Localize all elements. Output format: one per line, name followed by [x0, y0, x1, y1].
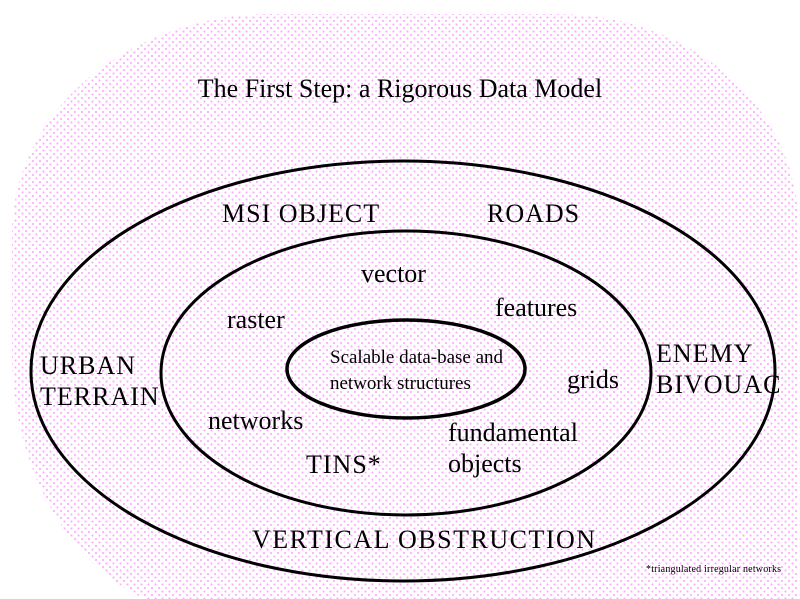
outer-ellipse — [29, 159, 777, 583]
label-vector: vector — [361, 259, 426, 288]
label-grids: grids — [567, 365, 619, 394]
background-dot-blob — [12, 14, 798, 599]
label-tins: TINS* — [306, 450, 382, 479]
label-networks: networks — [208, 406, 304, 435]
label-core-database: Scalable data-base and network structure… — [330, 347, 504, 394]
label-raster: raster — [227, 305, 285, 334]
label-msi-object: MSI OBJECT — [222, 199, 381, 228]
inner-ellipse — [285, 318, 527, 420]
label-enemy-bivouac: ENEMY BIVOUAC — [656, 339, 782, 399]
label-roads: ROADS — [487, 199, 581, 228]
label-urban-terrain: URBAN TERRAIN — [40, 351, 160, 411]
middle-ellipse — [159, 229, 653, 517]
label-features: features — [495, 293, 578, 322]
footnote-tins-definition: *triangulated irregular networks — [646, 564, 782, 575]
slide-title: The First Step: a Rigorous Data Model — [197, 74, 603, 103]
label-vertical-obstruction: VERTICAL OBSTRUCTION — [252, 525, 597, 554]
label-fundamental-objects: fundamental objects — [448, 418, 578, 478]
